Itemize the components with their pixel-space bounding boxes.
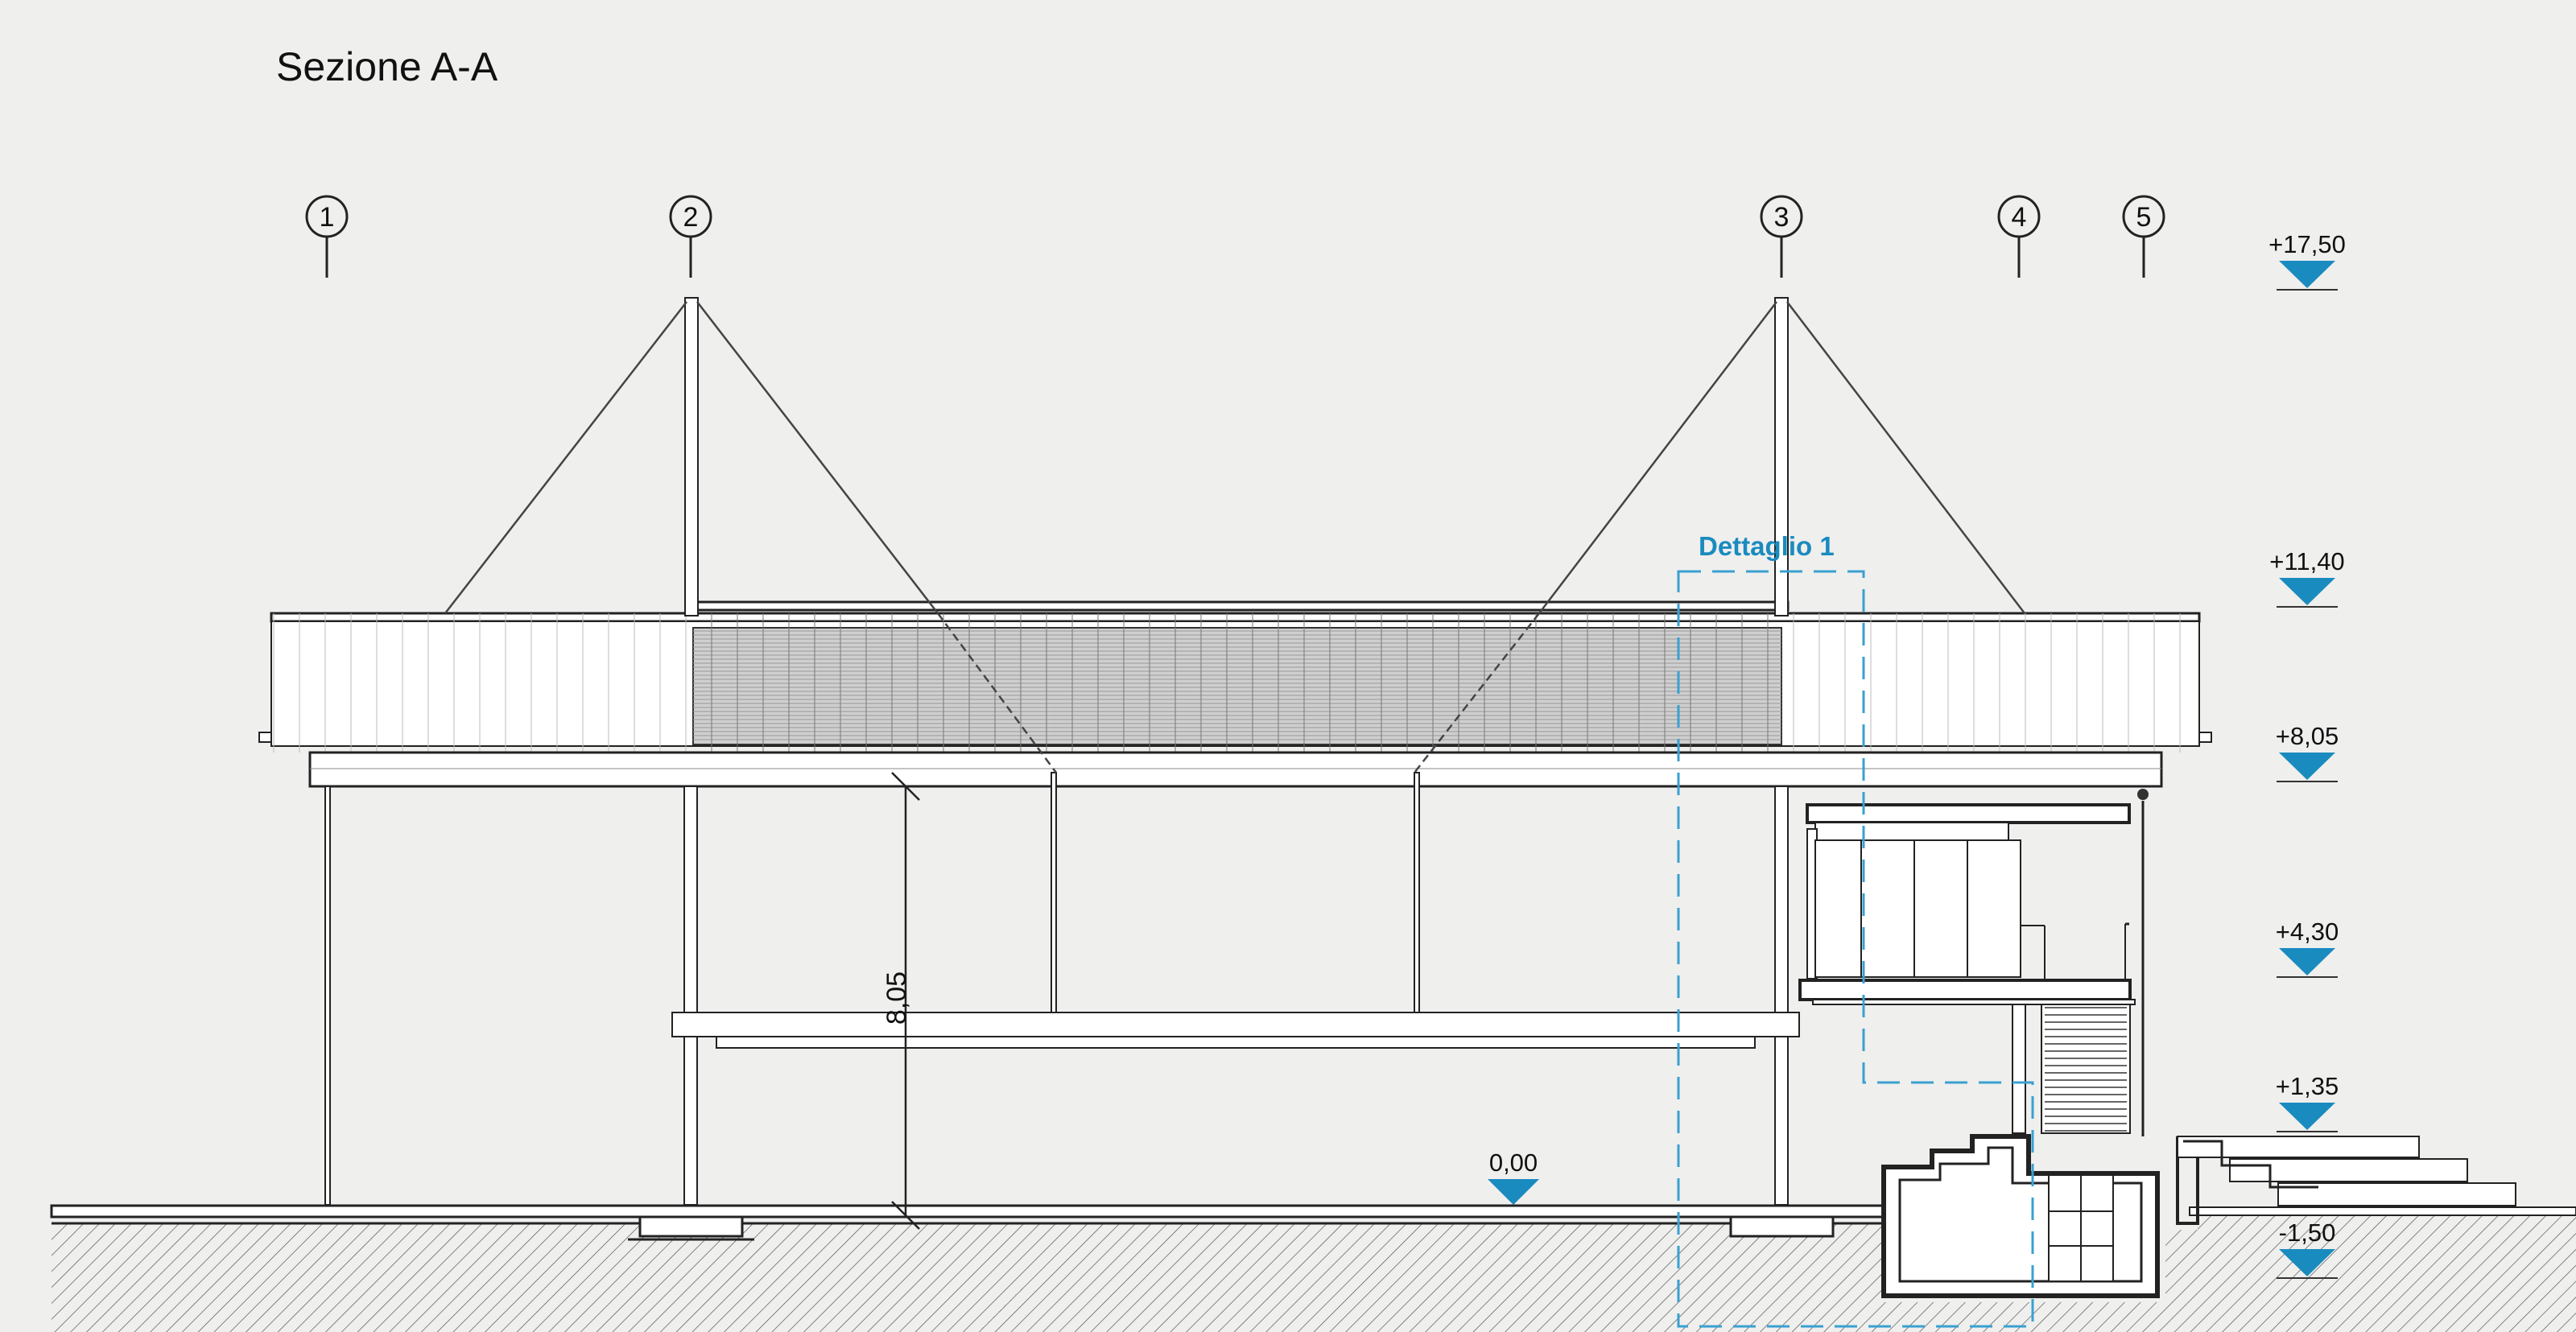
level-label: +1,35 <box>2276 1072 2339 1100</box>
roof-structure <box>258 600 2212 788</box>
mezzanine <box>671 1012 1800 1049</box>
grid-axis-2: 2 <box>669 195 712 278</box>
level-label: -1,50 <box>2279 1219 2336 1247</box>
grid-axis-3: 3 <box>1760 195 1803 278</box>
grid-axis-4: 4 <box>1997 195 2041 278</box>
level-triangle-icon <box>2279 948 2335 975</box>
level-marker: -1,50 <box>2277 1219 2338 1279</box>
level-marker: +17,50 <box>2268 230 2346 291</box>
grid-axis-label: 4 <box>2012 202 2027 233</box>
dimension-line <box>891 772 920 1230</box>
level-marker: +1,35 <box>2276 1072 2339 1132</box>
outdoor-steps <box>2177 1136 2516 1206</box>
level-markers: +17,50 +11,40 +8,05 +4,30 +1,35 -1,50 <box>2268 230 2346 1279</box>
ground-level-marker: 0,00 <box>1488 1148 1539 1205</box>
level-label: +8,05 <box>2276 722 2339 750</box>
footings <box>628 1215 1835 1241</box>
level-label: +17,50 <box>2268 230 2346 258</box>
ground-level-label: 0,00 <box>1489 1148 1538 1177</box>
level-label: +11,40 <box>2269 547 2344 575</box>
level-triangle-icon <box>2279 1249 2335 1276</box>
level-marker: +8,05 <box>2276 722 2339 782</box>
detail-label: Dettaglio 1 <box>1699 531 1835 561</box>
columns <box>324 297 1789 1206</box>
level-triangle-icon <box>2279 753 2335 780</box>
grid-axes: 1 2 3 4 5 <box>305 195 2165 278</box>
level-marker: +4,30 <box>2276 918 2339 978</box>
annex-building <box>1798 789 2149 1136</box>
basement <box>1881 1134 2199 1298</box>
dimension-label: 8,05 <box>881 971 912 1025</box>
grid-axis-label: 3 <box>1774 202 1790 233</box>
cables <box>444 301 2025 773</box>
grid-axis-5: 5 <box>2122 195 2165 278</box>
grid-axis-label: 2 <box>683 202 699 233</box>
level-label: +4,30 <box>2276 918 2339 946</box>
level-marker: +11,40 <box>2269 547 2345 608</box>
level-triangle-icon <box>2279 1103 2335 1130</box>
level-triangle-icon <box>2279 261 2335 288</box>
level-triangle-icon <box>1488 1179 1539 1205</box>
detail-box: Dettaglio 1 <box>1677 531 2034 1328</box>
grid-axis-label: 1 <box>320 202 335 233</box>
grid-axis-label: 5 <box>2136 202 2152 233</box>
level-triangle-icon <box>2279 578 2335 605</box>
grid-axis-1: 1 <box>305 195 349 278</box>
drawing-title: Sezione A-A <box>276 44 498 89</box>
